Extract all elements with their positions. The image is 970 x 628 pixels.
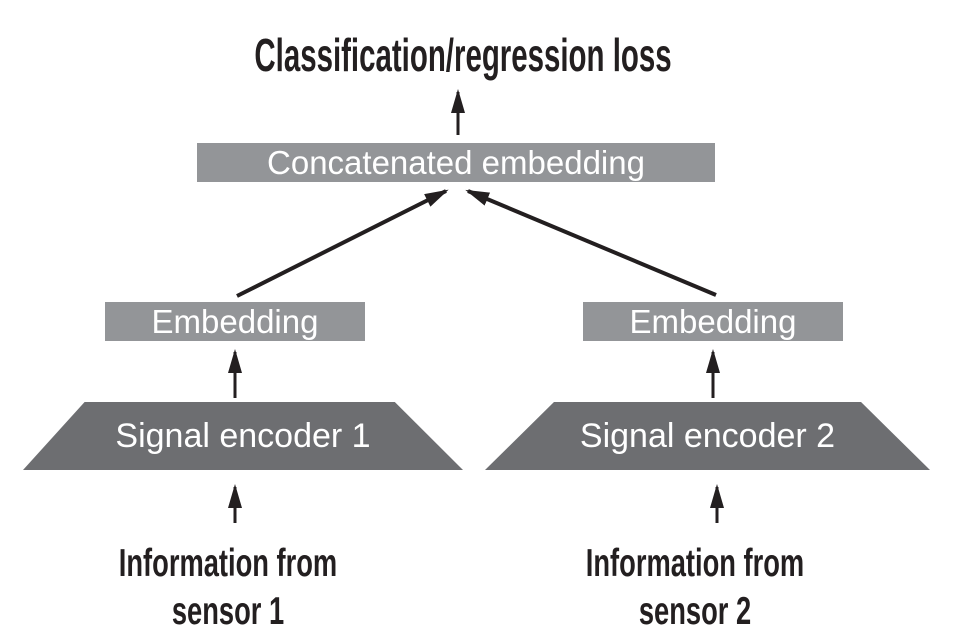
signal-encoder-2-trapezoid: Signal encoder 2 (485, 402, 930, 470)
sensor-2-info-line1: Information from (585, 542, 805, 585)
arrow-embedding2-to-concat (465, 189, 717, 297)
embedding-2-label: Embedding (629, 302, 797, 340)
concatenated-embedding-label: Concatenated embedding (267, 143, 645, 181)
sensor-2-info-text: Information from sensor 2 (555, 540, 835, 628)
arrow-embedding1-to-concat (236, 189, 449, 298)
embedding-1-label: Embedding (151, 302, 319, 340)
embedding-1-box: Embedding (105, 302, 365, 341)
loss-label: Classification/regression loss (254, 29, 672, 81)
signal-encoder-1-trapezoid: Signal encoder 1 (23, 402, 463, 470)
signal-encoder-2-label: Signal encoder 2 (579, 416, 836, 455)
sensor-1-info-line2: sensor 1 (171, 589, 285, 628)
signal-encoder-1-label: Signal encoder 1 (115, 416, 371, 455)
sensor-2-info-line2: sensor 2 (638, 589, 752, 628)
sensor-1-info-line1: Information from (118, 542, 338, 585)
sensor-1-info-text: Information from sensor 1 (88, 540, 368, 628)
embedding-2-box: Embedding (583, 302, 843, 341)
concatenated-embedding-box: Concatenated embedding (197, 143, 715, 182)
